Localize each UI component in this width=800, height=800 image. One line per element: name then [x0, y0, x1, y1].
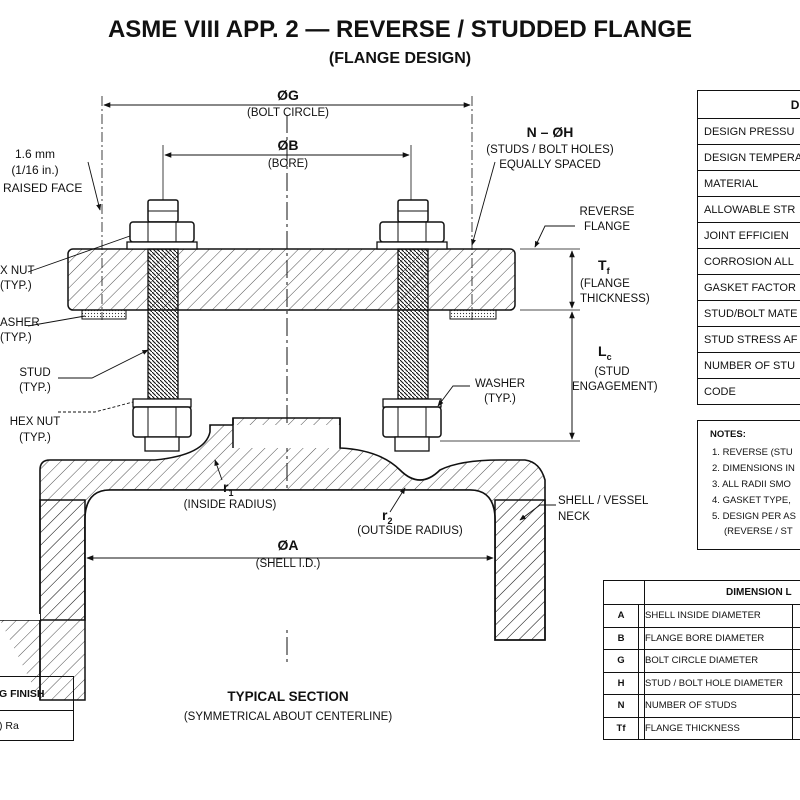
- design-row: CODE: [696, 378, 800, 405]
- raised-face-label-1: 1.6 mm: [14, 147, 55, 161]
- shell-wall-left: [39, 499, 86, 701]
- design-row: GASKET FACTOR: [696, 274, 800, 301]
- bolt-circle-symbol: ØG: [277, 87, 299, 103]
- design-table-header: D: [696, 90, 800, 119]
- design-row: STUD/BOLT MATE: [696, 300, 800, 327]
- section-title: TYPICAL SECTION: [227, 689, 349, 704]
- raised-face-label-2: (1/16 in.): [11, 163, 59, 177]
- finish-header: G FINISH: [0, 676, 74, 711]
- note-item: (REVERSE / ST: [724, 526, 793, 537]
- tf-symbol: Tf: [598, 257, 610, 276]
- note-item: 4. GASKET TYPE,: [712, 495, 791, 506]
- notes-box: NOTES: 1. REVERSE (STU 2. DIMENSIONS IN …: [697, 420, 800, 550]
- tf-label-2: THICKNESS): [580, 293, 650, 305]
- legend-symbol: H: [603, 671, 639, 695]
- stud-label-1: STUD: [19, 367, 51, 379]
- washer-left-label-2: (TYP.): [0, 332, 32, 344]
- note-item: 5. DESIGN PER AS: [712, 511, 796, 522]
- design-row: DESIGN PRESSU: [696, 118, 800, 145]
- stud-label-2: (TYP.): [19, 382, 51, 394]
- surface-finish-table: G FINISH ) Ra: [0, 676, 74, 741]
- stud-right: [376, 199, 448, 452]
- legend-symbol: N: [603, 694, 639, 718]
- legend-description: BOLT CIRCLE DIAMETER: [638, 649, 800, 673]
- r2-symbol: r2: [382, 507, 393, 526]
- legend-description: FLANGE THICKNESS: [638, 716, 800, 740]
- note-item: 3. ALL RADII SMO: [712, 479, 791, 490]
- hex-nut-top-label-2: (TYP.): [0, 280, 32, 292]
- note-item: 2. DIMENSIONS IN: [712, 463, 795, 474]
- legend-header: DIMENSION L: [603, 580, 800, 605]
- design-data-table: D DESIGN PRESSU DESIGN TEMPERA MATERIAL …: [696, 90, 800, 405]
- shell-wall-right: [494, 499, 546, 641]
- legend-description: SHELL INSIDE DIAMETER: [638, 604, 800, 628]
- design-row: ALLOWABLE STR: [696, 196, 800, 223]
- legend-symbol: G: [603, 649, 639, 673]
- lc-label-2: ENGAGEMENT): [572, 381, 658, 393]
- drawing-subtitle: (FLANGE DESIGN): [328, 50, 472, 67]
- legend-symbol: B: [603, 626, 639, 650]
- studs-label-2: EQUALLY SPACED: [499, 159, 601, 171]
- reverse-flange-label-2: FLANGE: [583, 221, 630, 233]
- lc-symbol: Lc: [598, 343, 612, 362]
- bore-label: (BORE): [267, 158, 309, 170]
- shell-label-2: NECK: [558, 511, 590, 523]
- r2-label: (OUTSIDE RADIUS): [357, 525, 463, 537]
- hex-nut-top-label-1: X NUT: [0, 265, 35, 277]
- bore-symbol: ØB: [277, 137, 299, 153]
- legend-description: FLANGE BORE DIAMETER: [638, 626, 800, 650]
- r1-label: (INSIDE RADIUS): [183, 499, 277, 511]
- legend-symbol: A: [603, 604, 639, 628]
- design-row: JOINT EFFICIEN: [696, 222, 800, 249]
- legend-description: STUD / BOLT HOLE DIAMETER: [638, 671, 800, 695]
- washer-right-label-1: WASHER: [474, 378, 526, 390]
- design-row: STUD STRESS AF: [696, 326, 800, 353]
- studs-label-1: (STUDS / BOLT HOLES): [486, 144, 614, 156]
- lc-label-1: (STUD: [594, 366, 630, 378]
- tf-label-1: (FLANGE: [580, 278, 630, 290]
- r1-symbol: r1: [223, 479, 234, 498]
- bolt-circle-label: (BOLT CIRCLE): [246, 107, 329, 119]
- hex-nut-bottom-label-2: (TYP.): [19, 432, 51, 444]
- washer-left-label-1: ASHER: [0, 317, 40, 329]
- notes-header: NOTES:: [710, 429, 746, 440]
- shell-id-label: (SHELL I.D.): [255, 558, 321, 570]
- shell-label-1: SHELL / VESSEL: [558, 495, 649, 507]
- stud-left: [126, 199, 198, 452]
- design-row: DESIGN TEMPERA: [696, 144, 800, 171]
- washer-right-label-2: (TYP.): [484, 393, 516, 405]
- legend-symbol: Tf: [603, 716, 639, 740]
- shell-id-symbol: ØA: [277, 537, 299, 553]
- section-subtitle: (SYMMETRICAL ABOUT CENTERLINE): [183, 711, 393, 723]
- design-row: MATERIAL: [696, 170, 800, 197]
- hex-nut-bottom-label-1: HEX NUT: [9, 416, 61, 428]
- finish-value: ) Ra: [0, 710, 74, 741]
- gasket-right: [449, 309, 497, 320]
- reverse-flange-label-1: REVERSE: [579, 206, 635, 218]
- note-item: 1. REVERSE (STU: [712, 447, 793, 458]
- gasket-left: [81, 309, 127, 320]
- design-row: CORROSION ALL: [696, 248, 800, 275]
- reverse-flange-plate: [67, 248, 516, 311]
- studs-symbol: N – ØH: [526, 124, 574, 140]
- legend-description: NUMBER OF STUDS: [638, 694, 800, 718]
- raised-face-label-3: RAISED FACE: [3, 181, 83, 195]
- design-row: NUMBER OF STU: [696, 352, 800, 379]
- drawing-title: ASME VIII APP. 2 — REVERSE / STUDDED FLA…: [107, 16, 693, 43]
